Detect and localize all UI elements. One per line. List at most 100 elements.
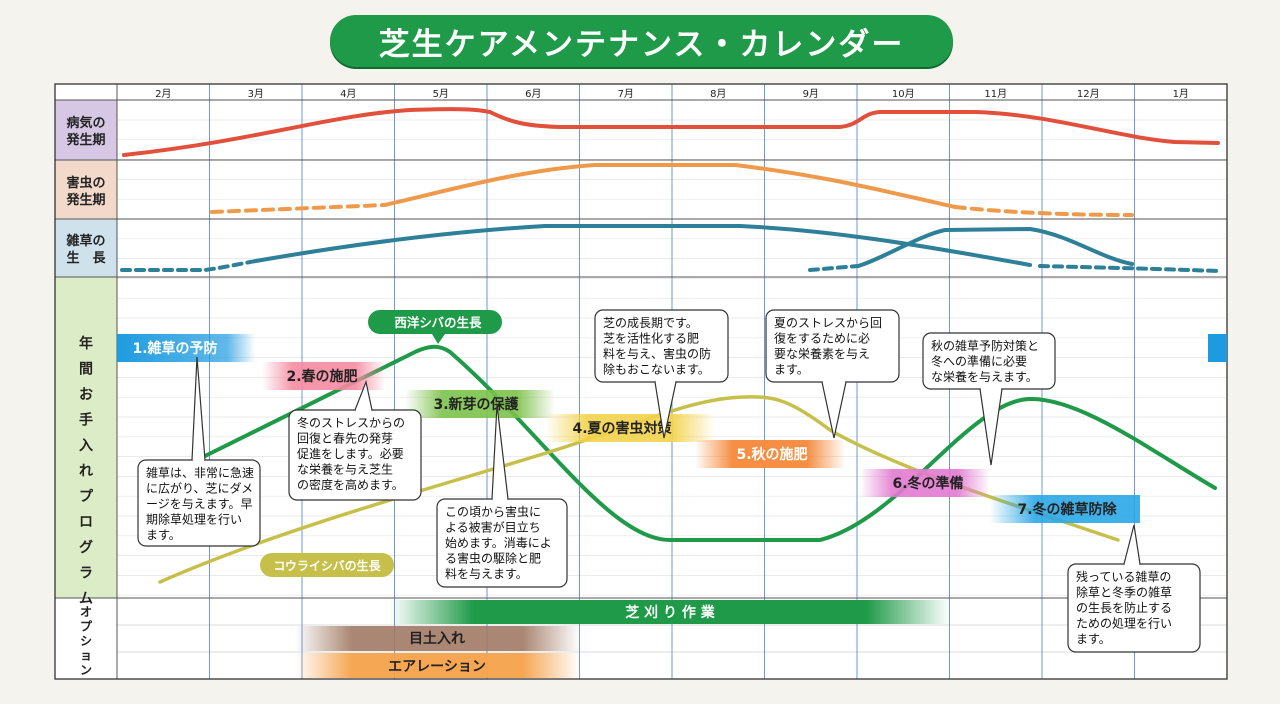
note-line: ージを与えます。早: [146, 497, 253, 511]
option-mowing-band: [390, 600, 950, 624]
weed-curve-winter-dashed: [808, 264, 860, 272]
program-label-5: 5.秋の施肥: [736, 446, 807, 463]
note-line: 秋の雑草予防対策と: [931, 338, 1039, 353]
option-label-bg: [55, 598, 117, 679]
disease-label-bg: [55, 100, 117, 160]
program-band-5: [695, 440, 845, 468]
program-band-6: [860, 469, 990, 497]
option-aeration-band: [295, 653, 580, 678]
note-line: 雑草は、非常に急速: [146, 465, 254, 480]
section-label-weed: 雑草の生 長: [65, 233, 106, 266]
svg-text:入: 入: [79, 438, 93, 454]
svg-text:ロ: ロ: [79, 515, 93, 531]
note-pointer: [979, 388, 1003, 466]
month-label: 4月: [340, 88, 356, 100]
note-pointer: [654, 381, 677, 439]
note-line: の密度を高めます。: [297, 477, 404, 492]
pest-curve-dashed-end: [953, 205, 1134, 217]
note-line: 料を与え、害虫の防: [603, 346, 711, 361]
option-topdressing-label: 目土入れ: [409, 630, 465, 647]
note-line: 復をするために必: [774, 331, 870, 346]
option-topdressing-band: [295, 626, 580, 651]
western-grass-curve: [203, 344, 1217, 542]
month-label: 1月: [1173, 88, 1189, 100]
weed-curve-dashed-end: [1038, 264, 1220, 273]
month-label: 9月: [803, 88, 819, 100]
weed-curve-dashed-start: [120, 260, 252, 272]
korai-label-pill: [260, 553, 394, 577]
western-label-pill: [368, 310, 502, 344]
note-line: ための処理を行い: [1076, 617, 1172, 631]
svg-text:年: 年: [79, 335, 93, 352]
note-line: 夏のストレスから回: [774, 316, 882, 330]
month-label: 7月: [618, 88, 634, 100]
program-label-4: 4.夏の害虫対策: [572, 420, 672, 437]
pest-label-bg: [55, 160, 117, 219]
month-label: 6月: [525, 88, 541, 100]
month-label: 2月: [155, 88, 171, 100]
note-line: ます。: [774, 363, 809, 377]
note-line: 促進をします。必要: [297, 447, 404, 461]
svg-text:シ: シ: [80, 634, 92, 648]
month-label: 11月: [984, 88, 1007, 100]
note-line: ます。: [146, 528, 181, 542]
svg-text:プ: プ: [79, 489, 94, 505]
page-title: 芝生ケアメンテナンス・カレンダー: [330, 15, 953, 67]
month-label: 3月: [248, 88, 264, 100]
note-pointer: [821, 381, 847, 439]
note-line: 冬への準備に必要: [931, 354, 1027, 369]
program-label-2: 2.春の施肥: [286, 368, 357, 385]
option-aeration-label: エアレーション: [388, 659, 486, 675]
month-label: 12月: [1077, 88, 1100, 100]
program-label-bg: [55, 277, 117, 598]
note-line: 料を与えます。: [445, 567, 528, 581]
month-label: 5月: [433, 88, 449, 100]
note-line: 除草と冬季の雑草: [1076, 585, 1172, 600]
program-label-3: 3.新芽の保護: [433, 396, 519, 413]
western-label-text: 西洋シバの生長: [394, 315, 482, 330]
svg-text:グ: グ: [79, 539, 93, 556]
program-band-1: [117, 334, 255, 362]
month-label: 10月: [892, 88, 915, 100]
note-line: この頃から害虫に: [445, 504, 541, 519]
month-label: 8月: [710, 88, 726, 100]
program-band-4: [545, 414, 715, 442]
korai-label-text: コウライシバの生長: [273, 558, 381, 573]
note-pointer: [191, 356, 206, 461]
program-label-7: 7.冬の雑草防除: [1017, 501, 1117, 518]
svg-text:オ: オ: [80, 605, 92, 619]
svg-text:ム: ム: [79, 591, 93, 607]
svg-text:ン: ン: [80, 663, 92, 677]
weed-curve-winter: [856, 227, 1134, 268]
note-line: 期除草処理を行い: [146, 512, 242, 527]
note-line: の生長を防止する: [1076, 600, 1172, 615]
note-pointer: [1123, 524, 1141, 565]
note-line: る害虫の駆除と肥: [445, 551, 541, 566]
note-line: 冬のストレスからの: [297, 415, 405, 430]
svg-text:ラ: ラ: [79, 566, 93, 582]
program-band-1-next-year: [1208, 334, 1227, 362]
note-pointer: [491, 404, 509, 500]
weed-curve: [248, 224, 1032, 267]
chart-frame: [54, 83, 1228, 680]
note-line: 回復と春先の発芽: [297, 431, 393, 446]
note-line: 芝の成長期です。: [603, 315, 698, 330]
pest-curve: [383, 163, 957, 209]
svg-text:手: 手: [79, 412, 93, 429]
program-band-3: [405, 390, 555, 418]
weed-label-bg: [55, 219, 117, 277]
section-label-disease: 病気の発生期: [65, 115, 105, 148]
section-label-pest: 害虫の発生期: [65, 175, 105, 208]
note-callout-2: 冬のストレスからの回復と春先の発芽促進をします。必要な栄養を与え芝生の密度を高め…: [288, 379, 422, 501]
note-line: に広がり、芝にダメ: [146, 481, 253, 496]
note-line: 芝を活性化する肥: [603, 331, 699, 346]
program-label-6: 6.冬の準備: [892, 475, 963, 492]
program-band-7: [990, 495, 1140, 523]
disease-curve: [122, 107, 1220, 157]
svg-text:プ: プ: [80, 619, 93, 634]
